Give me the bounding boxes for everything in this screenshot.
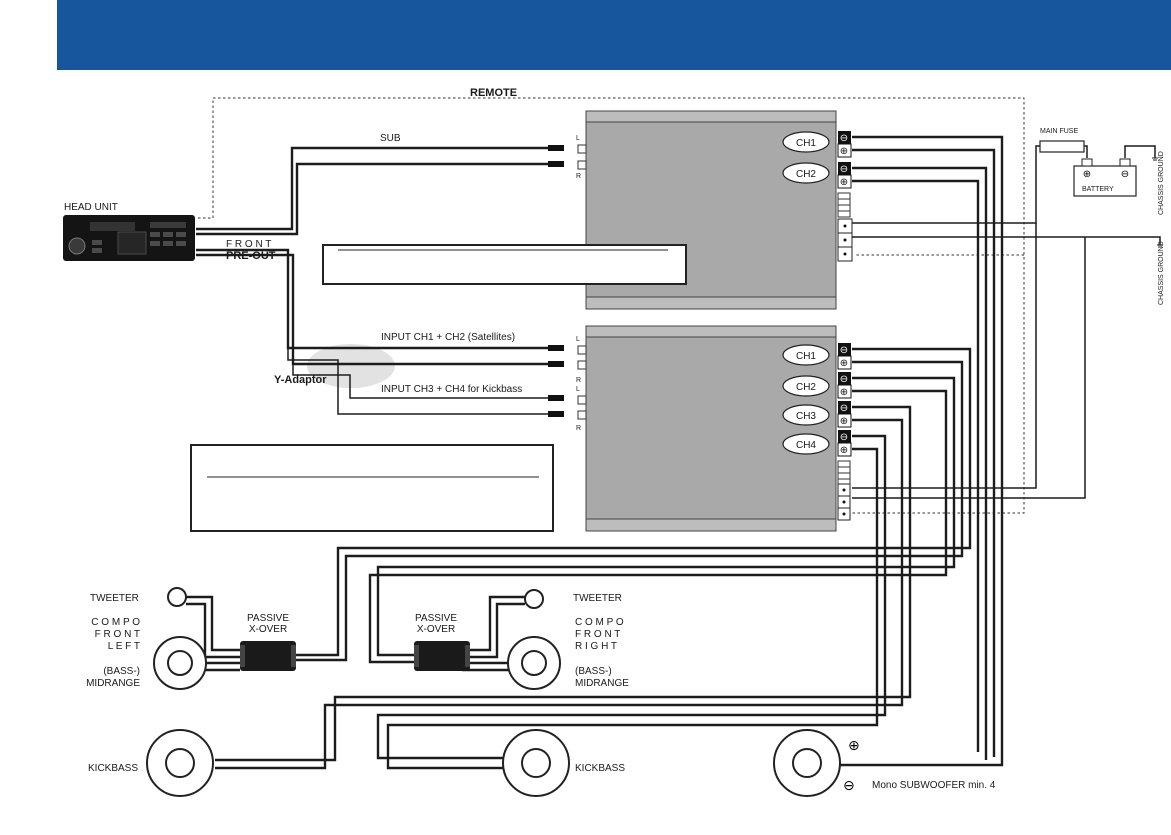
svg-text:⊕: ⊕: [840, 416, 848, 427]
sub-label: SUB: [380, 133, 401, 144]
svg-text:⊖: ⊖: [840, 133, 848, 144]
passive-xover-right: [414, 641, 470, 671]
header-band: [57, 0, 1171, 70]
svg-text:MIDRANGE: MIDRANGE: [86, 678, 140, 689]
head-unit-label: HEAD UNIT: [64, 202, 118, 213]
battery-label: BATTERY: [1082, 186, 1114, 193]
amp2-speaker-terminals: ⊖ ⊕ ⊖ ⊕ ⊖ ⊕ ⊖ ⊕: [837, 343, 852, 457]
svg-text:⊕: ⊕: [1083, 169, 1091, 180]
amp1-speaker-terminals: ⊖ ⊕ ⊖ ⊕: [837, 131, 852, 189]
compo-front-right-label: C O M P O F R O N T R I G H T: [575, 617, 624, 652]
tweeter-right: [524, 589, 544, 609]
svg-text:CH2: CH2: [796, 169, 816, 180]
svg-text:C O M P O: C O M P O: [91, 617, 140, 628]
amplifier-1: [585, 110, 837, 310]
svg-text:CH2: CH2: [796, 382, 816, 393]
remote-label: REMOTE: [470, 87, 517, 99]
svg-text:L E F T: L E F T: [108, 641, 140, 652]
battery: ⊕ ⊖: [1073, 158, 1137, 197]
front-label: F R O N T: [226, 239, 271, 250]
amp2-power-terminals: [837, 460, 851, 521]
passive-xover-left-label-1: PASSIVE: [247, 613, 289, 624]
svg-text:R: R: [576, 173, 581, 180]
svg-text:R: R: [576, 425, 581, 432]
passive-xover-right-label-2: X-OVER: [417, 624, 455, 635]
midrange-right: [507, 636, 561, 690]
passive-xover-left: [240, 641, 296, 671]
bass-midrange-left-label: (BASS-) MIDRANGE: [86, 666, 140, 689]
input-ch12-label: INPUT CH1 + CH2 (Satellites): [381, 332, 515, 343]
amp1-rca-inputs: L R: [576, 135, 587, 180]
svg-text:⊖: ⊖: [840, 403, 848, 414]
svg-text:⊕: ⊕: [840, 177, 848, 188]
kickbass-right-label: KICKBASS: [575, 763, 625, 774]
amp2-channels: CH1 CH2 CH3 CH4: [782, 344, 830, 455]
midrange-left: [153, 636, 207, 690]
amp1-power-terminals: [837, 192, 853, 262]
svg-text:F R O N T: F R O N T: [575, 629, 620, 640]
svg-text:(BASS-): (BASS-): [103, 666, 140, 677]
svg-text:CH4: CH4: [796, 440, 816, 451]
mono-subwoofer-label: Mono SUBWOOFER min. 4: [872, 780, 996, 791]
svg-text:CH1: CH1: [796, 138, 816, 149]
svg-text:C O M P O: C O M P O: [575, 617, 624, 628]
svg-text:⊖: ⊖: [840, 164, 848, 175]
svg-text:⊖: ⊖: [840, 374, 848, 385]
main-fuse-label: MAIN FUSE: [1040, 128, 1078, 135]
pre-out-label: PRE-OUT: [226, 250, 276, 262]
sub-minus-symbol: ⊖: [843, 777, 855, 793]
svg-text:⊖: ⊖: [840, 432, 848, 443]
head-unit: [63, 215, 195, 261]
svg-text:(BASS-): (BASS-): [575, 666, 612, 677]
kickbass-left: [146, 729, 214, 797]
kickbass-left-label: KICKBASS: [88, 763, 138, 774]
power-wiring: [852, 145, 1163, 499]
tweeter-right-label: TWEETER: [573, 593, 622, 604]
svg-text:⊕: ⊕: [840, 358, 848, 369]
chassis-ground-label-2: CHASSIS GROUND: [1158, 241, 1165, 305]
svg-text:R: R: [576, 377, 581, 384]
y-adaptor-label: Y-Adaptor: [274, 374, 327, 386]
svg-text:L: L: [576, 135, 580, 142]
passive-xover-left-label-2: X-OVER: [249, 624, 287, 635]
svg-text:L: L: [576, 386, 580, 393]
input-ch34-label: INPUT CH3 + CH4 for Kickbass: [381, 384, 522, 395]
svg-text:MIDRANGE: MIDRANGE: [575, 678, 629, 689]
amplifier-2: [585, 325, 837, 532]
y-adaptor-highlight: [307, 344, 395, 388]
sub-plus-symbol: ⊕: [848, 737, 860, 753]
note-box-2: [190, 444, 554, 532]
svg-text:⊕: ⊕: [840, 387, 848, 398]
bass-midrange-right-label: (BASS-) MIDRANGE: [575, 666, 629, 689]
compo-front-left-label: C O M P O F R O N T L E F T: [91, 617, 140, 652]
svg-text:CH3: CH3: [796, 411, 816, 422]
tweeter-left-label: TWEETER: [90, 593, 139, 604]
chassis-ground-label-1: CHASSIS GROUND: [1158, 151, 1165, 215]
note-box-1: [322, 244, 687, 285]
amp1-channels: CH1 CH2: [782, 131, 830, 184]
kickbass-right: [502, 729, 570, 797]
amp2-rca-inputs: L R L R: [576, 336, 587, 432]
tweeter-left: [167, 587, 187, 607]
svg-text:⊕: ⊕: [840, 146, 848, 157]
mono-subwoofer: [773, 729, 841, 797]
svg-text:L: L: [576, 336, 580, 343]
svg-text:CH1: CH1: [796, 351, 816, 362]
svg-text:F R O N T: F R O N T: [95, 629, 140, 640]
svg-text:R I G H T: R I G H T: [575, 641, 617, 652]
passive-xover-right-label-1: PASSIVE: [415, 613, 457, 624]
main-fuse: [1039, 140, 1085, 153]
svg-text:⊖: ⊖: [1121, 169, 1129, 180]
svg-text:⊖: ⊖: [840, 345, 848, 356]
svg-text:⊕: ⊕: [840, 445, 848, 456]
rca-cables: [196, 145, 564, 417]
